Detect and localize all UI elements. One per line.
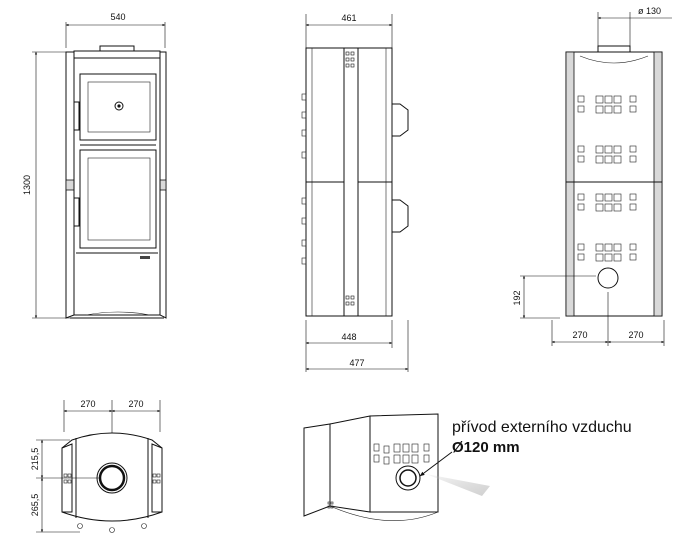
vent-slot bbox=[604, 95, 613, 104]
vent-slot bbox=[629, 105, 637, 113]
vent-slot bbox=[595, 155, 604, 164]
side-overall-depth-label: 477 bbox=[349, 358, 364, 368]
vent-slot bbox=[595, 193, 604, 202]
top-view: 270 270 215,5 265,5 bbox=[30, 399, 163, 533]
vent-slot bbox=[604, 155, 613, 164]
back-left-offset-label: 270 bbox=[572, 330, 587, 340]
air-inlet-note-title: přívod externího vzduchu bbox=[452, 419, 632, 436]
vent-slot bbox=[595, 203, 604, 212]
back-vent-grid bbox=[577, 95, 637, 262]
front-height-label: 1300 bbox=[22, 175, 32, 195]
back-view: ø 130 192 270 270 bbox=[512, 6, 672, 346]
vent-slot bbox=[595, 243, 604, 252]
side-base-depth-label: 448 bbox=[341, 332, 356, 342]
vent-slot bbox=[595, 253, 604, 262]
top-rear-depth-label: 265,5 bbox=[30, 494, 40, 517]
vent-slot bbox=[577, 253, 585, 261]
vent-slot bbox=[629, 203, 637, 211]
front-width-label: 540 bbox=[110, 12, 125, 22]
vent-slot bbox=[613, 145, 622, 154]
vent-slot bbox=[629, 95, 637, 103]
top-front-depth-label: 215,5 bbox=[30, 448, 40, 471]
vent-slot bbox=[629, 243, 637, 251]
vent-slot bbox=[613, 95, 622, 104]
flue-height-label: 192 bbox=[512, 290, 522, 305]
air-inlet-note-diameter: Ø120 mm bbox=[452, 439, 520, 456]
front-view: 540 1300 bbox=[22, 12, 167, 319]
vent-slot bbox=[629, 145, 637, 153]
vent-slot bbox=[577, 105, 585, 113]
top-left-offset-label: 270 bbox=[80, 399, 95, 409]
vent-slot bbox=[613, 193, 622, 202]
vent-slot bbox=[604, 193, 613, 202]
vent-slot bbox=[629, 253, 637, 261]
vent-slot bbox=[577, 145, 585, 153]
vent-slot bbox=[595, 145, 604, 154]
vent-slot bbox=[604, 145, 613, 154]
side-top-depth-label: 461 bbox=[341, 13, 356, 23]
vent-slot bbox=[604, 253, 613, 262]
vent-slot bbox=[595, 95, 604, 104]
vent-slot bbox=[577, 243, 585, 251]
vent-slot bbox=[613, 243, 622, 252]
detail-view bbox=[303, 413, 490, 521]
top-right-offset-label: 270 bbox=[128, 399, 143, 409]
vent-slot bbox=[577, 155, 585, 163]
vent-slot bbox=[613, 155, 622, 164]
side-view: 461 448 477 bbox=[301, 13, 409, 372]
vent-slot bbox=[577, 95, 585, 103]
vent-slot bbox=[577, 203, 585, 211]
vent-slot bbox=[604, 105, 613, 114]
vent-slot bbox=[595, 105, 604, 114]
vent-slot bbox=[629, 193, 637, 201]
vent-slot bbox=[604, 203, 613, 212]
vent-slot bbox=[613, 203, 622, 212]
vent-slot bbox=[613, 105, 622, 114]
back-right-offset-label: 270 bbox=[628, 330, 643, 340]
vent-slot bbox=[604, 243, 613, 252]
flue-diameter-label: ø 130 bbox=[638, 6, 661, 16]
vent-slot bbox=[613, 253, 622, 262]
vent-slot bbox=[629, 155, 637, 163]
vent-slot bbox=[577, 193, 585, 201]
air-inlet-note: přívod externího vzduchu Ø120 mm bbox=[452, 418, 632, 458]
